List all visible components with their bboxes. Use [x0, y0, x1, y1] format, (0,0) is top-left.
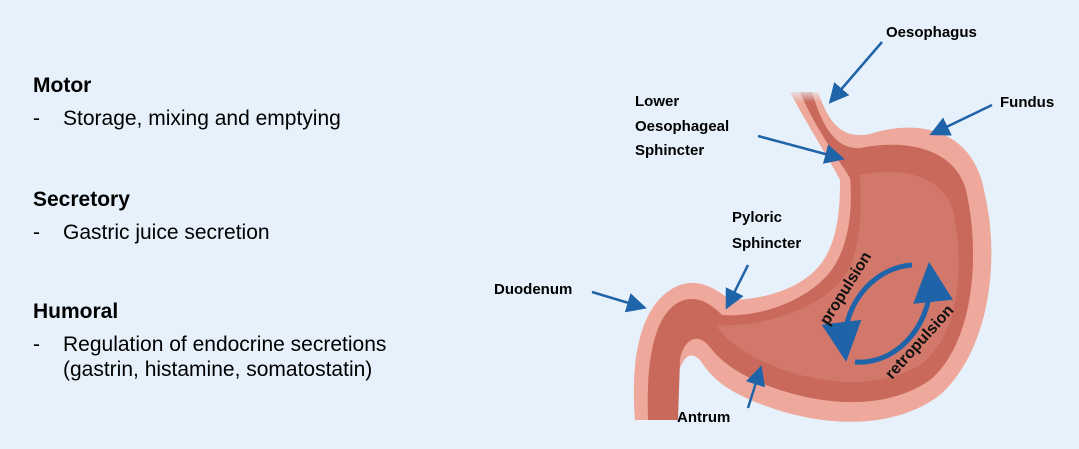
secretory-item: - Gastric juice secretion — [33, 220, 270, 245]
humoral-text-line2: (gastrin, histamine, somatostatin) — [63, 358, 373, 381]
les-pointer — [757, 134, 845, 164]
stomach-mucosa — [716, 172, 959, 382]
humoral-section: Humoral - Regulation of endocrine secret… — [33, 300, 386, 382]
motor-item: - Storage, mixing and emptying — [33, 106, 341, 131]
duodenum-label: Duodenum — [494, 281, 572, 298]
motor-text: Storage, mixing and emptying — [63, 107, 341, 130]
les-label-line2: Oesophageal — [635, 118, 729, 135]
les-label-line3: Sphincter — [635, 142, 704, 159]
motor-heading: Motor — [33, 74, 92, 97]
secretory-section: Secretory - Gastric juice secretion — [33, 188, 270, 245]
retropulsion-arrow — [854, 262, 953, 365]
pyloric-label-line2: Sphincter — [732, 235, 801, 252]
secretory-heading: Secretory — [33, 188, 130, 211]
oesophagus-pointer — [828, 41, 883, 104]
bullet-dash: - — [33, 107, 40, 130]
antrum-label: Antrum — [677, 409, 730, 426]
humoral-text-wrap: Regulation of endocrine secretions (gast… — [63, 332, 386, 382]
humoral-item: - Regulation of endocrine secretions (ga… — [33, 332, 386, 382]
antrum-pointer — [745, 365, 766, 409]
propulsion-arrow — [821, 262, 913, 362]
bullet-dash: - — [33, 333, 40, 356]
pyloric-pointer — [725, 264, 750, 310]
motor-section: Motor - Storage, mixing and emptying — [33, 74, 341, 131]
humoral-heading: Humoral — [33, 300, 119, 323]
les-label-line1: Lower — [635, 93, 679, 110]
duodenum-pointer — [591, 290, 647, 313]
secretory-text: Gastric juice secretion — [63, 221, 270, 244]
fundus-pointer — [929, 103, 993, 136]
pyloric-label-line1: Pyloric — [732, 209, 782, 226]
fundus-label: Fundus — [1000, 94, 1054, 111]
bullet-dash: - — [33, 221, 40, 244]
oesophagus-label: Oesophagus — [886, 24, 977, 41]
humoral-text-line1: Regulation of endocrine secretions — [63, 333, 387, 356]
